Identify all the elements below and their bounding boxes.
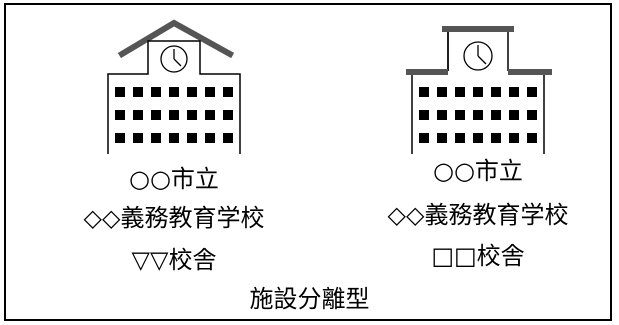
school-building-icon: [406, 26, 552, 154]
clock-icon: [463, 41, 493, 71]
left-school-name: ◇◇義務教育学校: [83, 204, 265, 232]
windows: [115, 87, 233, 143]
flat-roof: [442, 26, 514, 32]
diagram-frame: [4, 3, 612, 321]
windows: [419, 87, 537, 143]
right-campus-label: □□校舎: [431, 242, 525, 270]
school-building-icon: [107, 19, 241, 154]
clock-icon: [160, 45, 188, 73]
right-school-name: ◇◇義務教育学校: [387, 201, 569, 229]
diagram-caption: 施設分離型: [249, 285, 370, 313]
school-building-left: [100, 14, 250, 154]
right-city-label: ○○市立: [433, 157, 523, 185]
left-campus-label: ▽▽校舎: [131, 246, 217, 274]
gable-roof: [117, 19, 235, 59]
left-city-label: ○○市立: [129, 165, 219, 193]
school-building-right: [404, 14, 554, 154]
